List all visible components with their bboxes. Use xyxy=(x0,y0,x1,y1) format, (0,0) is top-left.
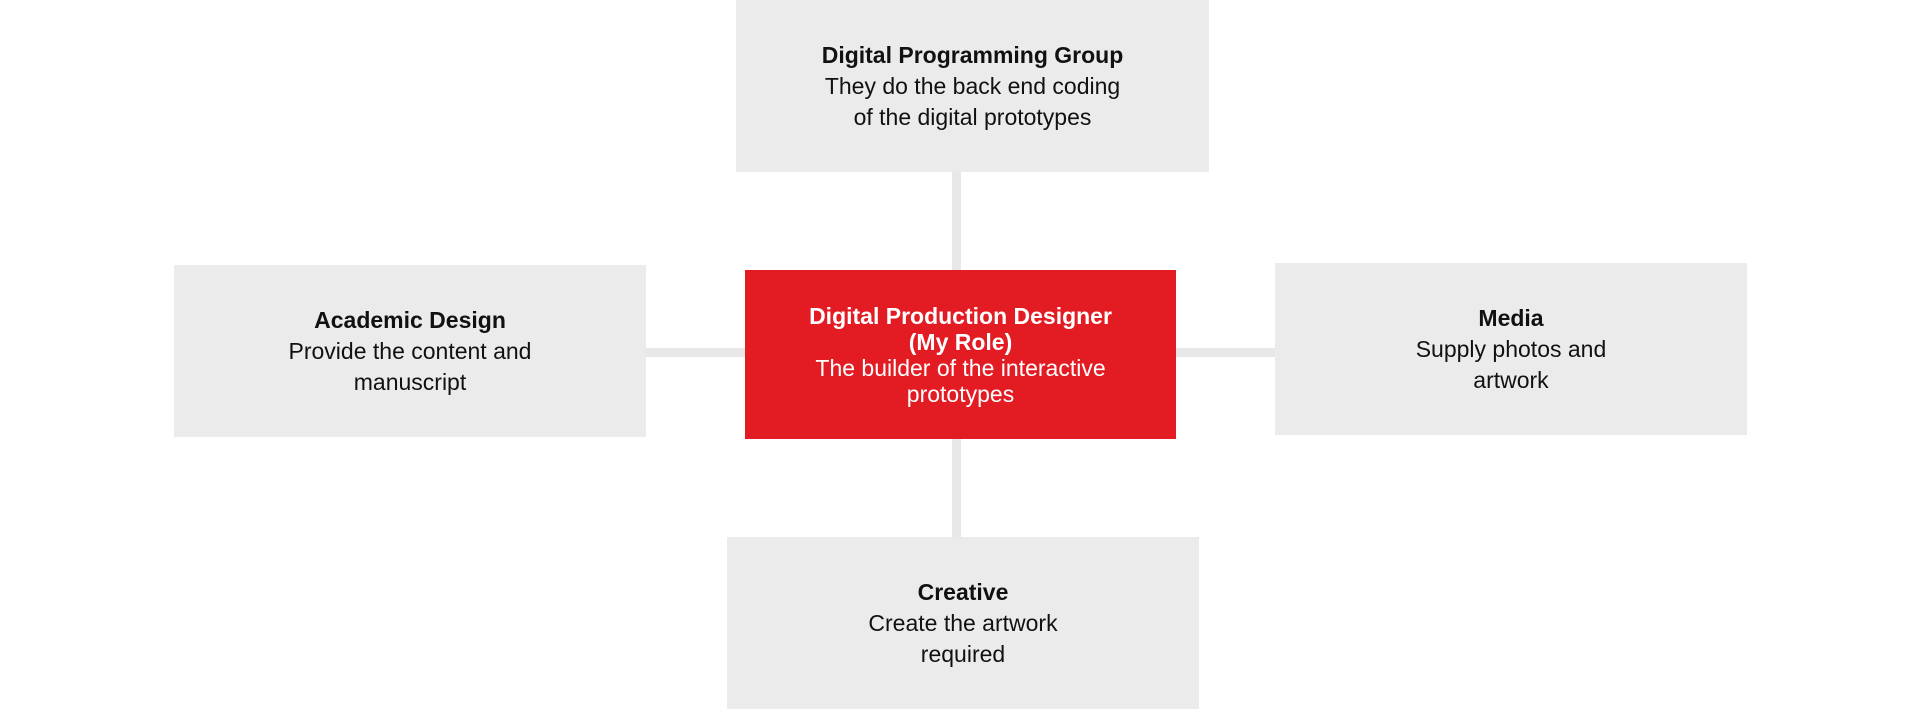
node-description: Create the artwork required xyxy=(868,609,1058,667)
node-creative: Creative Create the artwork required xyxy=(727,537,1199,709)
node-title: Digital Production Designer (My Role) xyxy=(809,302,1112,355)
node-title: Creative xyxy=(917,578,1009,605)
connector-left xyxy=(646,348,745,357)
connector-right xyxy=(1176,348,1275,357)
connector-top xyxy=(952,172,961,270)
node-description: Provide the content and manuscript xyxy=(288,337,532,395)
node-description: They do the back end coding of the digit… xyxy=(824,72,1121,130)
node-academic-design: Academic Design Provide the content and … xyxy=(174,265,646,437)
node-title: Media xyxy=(1478,304,1544,331)
node-description: Supply photos and artwork xyxy=(1415,335,1607,393)
node-description: The builder of the interactive prototype… xyxy=(815,354,1106,407)
node-digital-programming-group: Digital Programming Group They do the ba… xyxy=(736,0,1209,172)
node-digital-production-designer: Digital Production Designer (My Role) Th… xyxy=(745,270,1176,439)
node-title: Academic Design xyxy=(314,306,506,333)
node-title: Digital Programming Group xyxy=(821,41,1124,68)
node-media: Media Supply photos and artwork xyxy=(1275,263,1747,435)
connector-bottom xyxy=(952,439,961,537)
